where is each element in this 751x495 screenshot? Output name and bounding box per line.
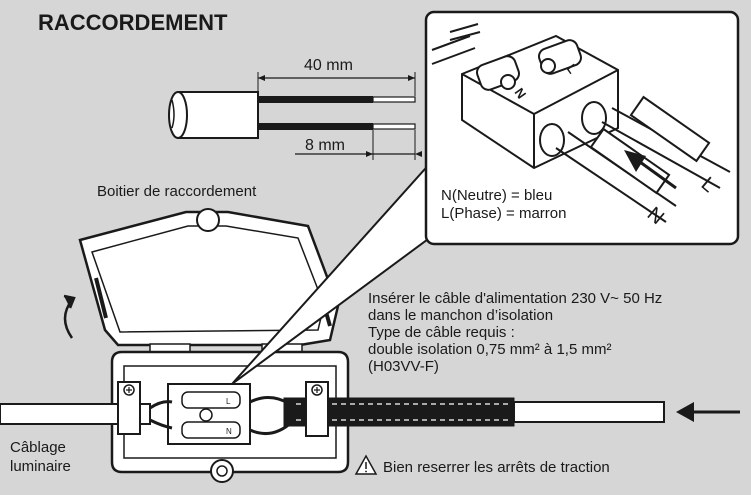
fixture-cable-label: Câblage: [10, 439, 66, 456]
strip-length-label: 40 mm: [304, 57, 353, 74]
housing-label: Boitier de raccordement: [97, 183, 257, 200]
instructions-block: Insérer le câble d'alimentation 230 V~ 5…: [368, 290, 662, 375]
instruction-line: Type de câble requis :: [368, 324, 515, 341]
instruction-line: Insérer le câble d'alimentation 230 V~ 5…: [368, 290, 662, 307]
instruction-line: double isolation 0,75 mm² à 1,5 mm²: [368, 341, 611, 358]
fixture-cable: [0, 381, 151, 435]
supply-cable: [283, 381, 665, 437]
terminal-inset: [424, 10, 740, 246]
insert-arrow-icon: [676, 402, 740, 422]
terminal-n-marking: N: [226, 427, 232, 436]
warning-text: Bien reserrer les arrêts de traction: [383, 459, 610, 476]
fixture-cable-label: luminaire: [10, 458, 71, 475]
terminal-l-marking: L: [226, 397, 231, 406]
phase-color-legend: L(Phase) = marron: [441, 205, 566, 222]
cable-strip-detail: [168, 72, 422, 160]
base-latch: [210, 459, 234, 483]
bare-length-label: 8 mm: [305, 137, 345, 154]
page-title: RACCORDEMENT: [38, 10, 228, 35]
neutral-color-legend: N(Neutre) = bleu: [441, 187, 552, 204]
lid-latch: [196, 208, 220, 232]
rotate-arrow-icon: [63, 294, 76, 339]
warning-icon: [354, 454, 378, 475]
instruction-line: (H03VV-F): [368, 358, 439, 375]
instruction-line: dans le manchon d’isolation: [368, 307, 553, 324]
